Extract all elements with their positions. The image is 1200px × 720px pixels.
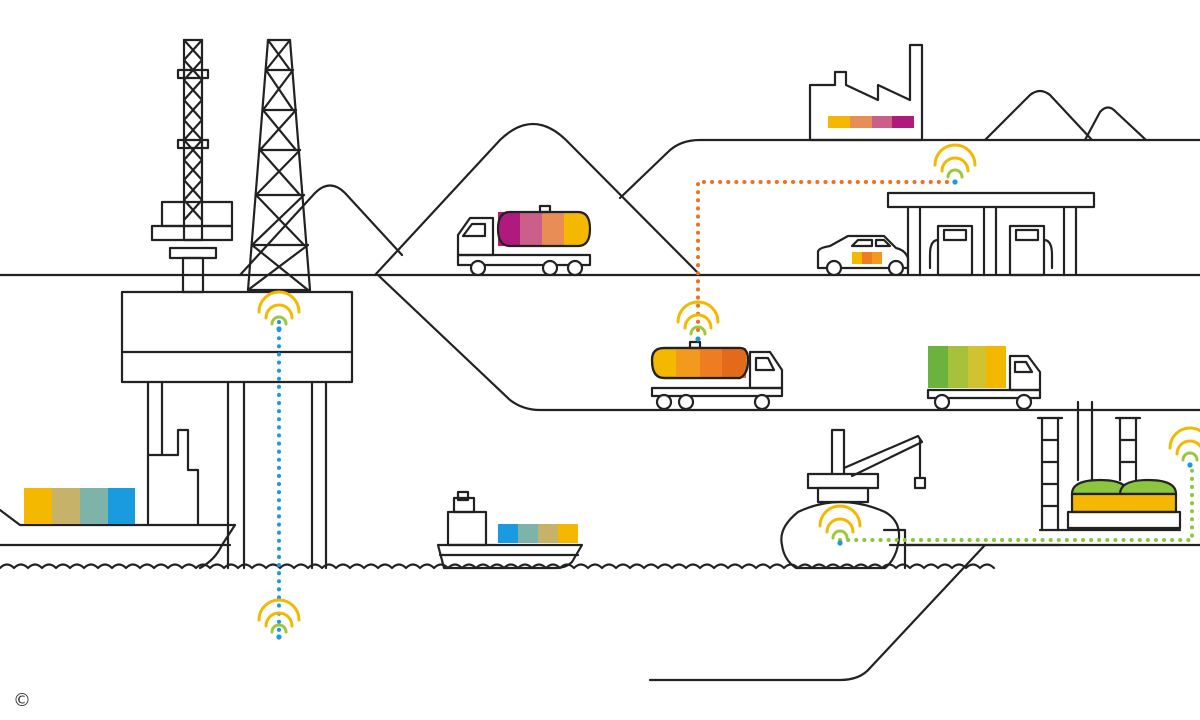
container-ship-icon [0, 428, 237, 570]
wifi-signal-icon [257, 290, 301, 334]
wifi-signal-icon [933, 143, 977, 187]
fuel-tanker-truck-icon [650, 340, 784, 411]
car-icon [816, 234, 910, 277]
refinery-icon [1036, 400, 1182, 532]
oil-rig-icon [120, 38, 354, 570]
lng-tanker-icon [780, 428, 1062, 570]
landscape [0, 89, 1200, 682]
small-container-ship-icon [436, 490, 584, 570]
cargo-truck-icon [926, 346, 1042, 411]
factory-icon [808, 43, 924, 142]
port-pipeline-line [838, 468, 1194, 542]
gas-station-icon [886, 191, 1096, 277]
tanker-truck-icon [456, 204, 592, 277]
wifi-signal-icon [1168, 426, 1200, 470]
copyright-symbol: © [13, 689, 31, 711]
supply-route-line [696, 180, 957, 332]
